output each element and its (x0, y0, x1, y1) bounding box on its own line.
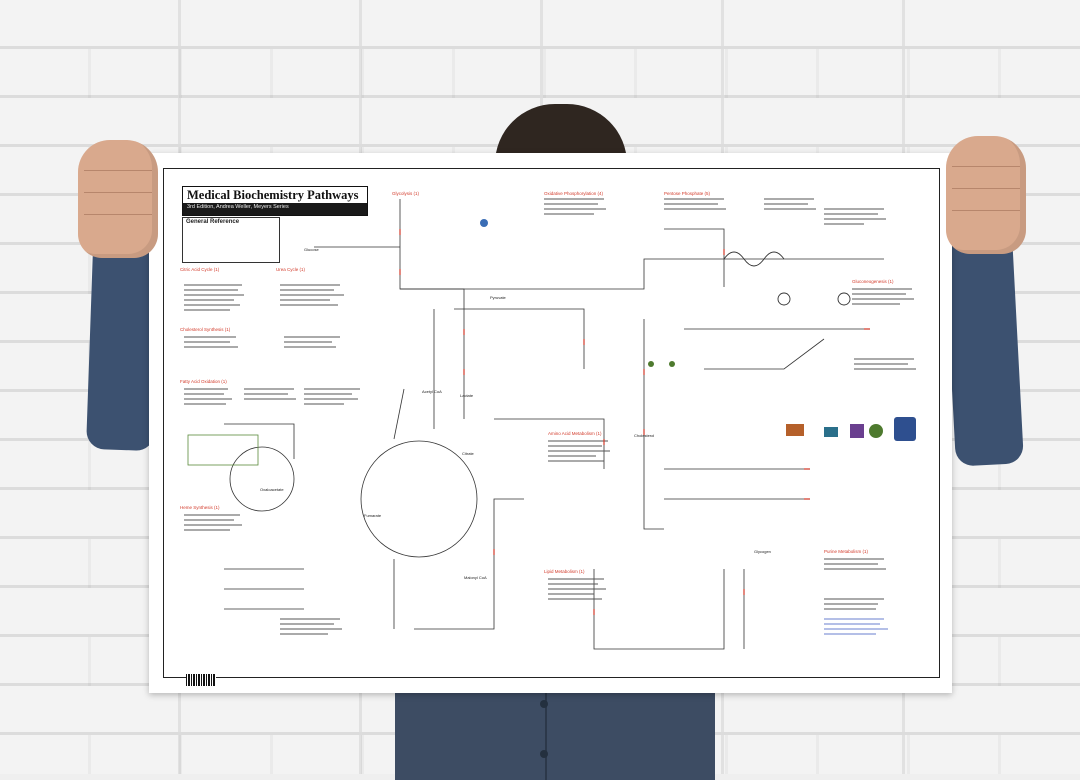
section-header: Fatty Acid Oxidation (1) (180, 379, 227, 384)
general-reference-box: General Reference (182, 217, 280, 263)
person-right-hand (946, 136, 1026, 254)
finger-crease (84, 214, 152, 215)
section-header: Cholesterol Synthesis (1) (180, 327, 231, 332)
metabolite-label: Citrate (462, 451, 474, 456)
section-header: Gluconeogenesis (1) (852, 279, 894, 284)
metabolite-label: Glycogen (754, 549, 771, 554)
barcode (186, 674, 216, 686)
finger-crease (952, 188, 1020, 189)
finger-crease (84, 192, 152, 193)
shirt-button (540, 750, 548, 758)
poster-subtitle-bar: 3rd Edition, Andrea Weller, Meyers Serie… (183, 203, 367, 215)
poster-title-box: Medical Biochemistry Pathways 3rd Editio… (182, 186, 368, 216)
section-header: Heme Synthesis (1) (180, 505, 220, 510)
finger-crease (952, 210, 1020, 211)
section-header: Urea Cycle (1) (276, 267, 306, 272)
metabolite-label: Lactate (460, 393, 474, 398)
finger-crease (952, 166, 1020, 167)
poster-subtitle: 3rd Edition, Andrea Weller, Meyers Serie… (187, 204, 289, 210)
shirt-placket (545, 640, 547, 780)
section-header: Oxidative Phosphorylation (4) (544, 191, 604, 196)
metabolite-label: Oxaloacetate (260, 487, 284, 492)
section-header: Purine Metabolism (1) (824, 549, 869, 554)
section-header: Citric Acid Cycle (1) (180, 267, 220, 272)
person-right-sleeve (944, 233, 1024, 467)
general-reference-title: General Reference (186, 219, 240, 225)
person-left-hand (78, 140, 158, 258)
metabolite-label: Acetyl CoA (422, 389, 442, 394)
metabolite-label: Pyruvate (490, 295, 506, 300)
section-header: Lipid Metabolism (1) (544, 569, 585, 574)
biochemistry-poster: Medical Biochemistry Pathways 3rd Editio… (149, 153, 952, 693)
poster-frame: Medical Biochemistry Pathways 3rd Editio… (163, 168, 940, 686)
section-header: Pentose Phosphate (5) (664, 191, 711, 196)
shirt-button (540, 700, 548, 708)
metabolite-label: Malonyl CoA (464, 575, 487, 580)
section-header: Glycolysis (1) (392, 191, 420, 196)
metabolite-label: Fumarate (364, 513, 382, 518)
finger-crease (84, 170, 152, 171)
section-header: Amino Acid Metabolism (1) (548, 431, 602, 436)
metabolite-label: Glucose (304, 247, 319, 252)
poster-title: Medical Biochemistry Pathways (187, 188, 359, 202)
pathway-network-diagram (184, 198, 916, 650)
